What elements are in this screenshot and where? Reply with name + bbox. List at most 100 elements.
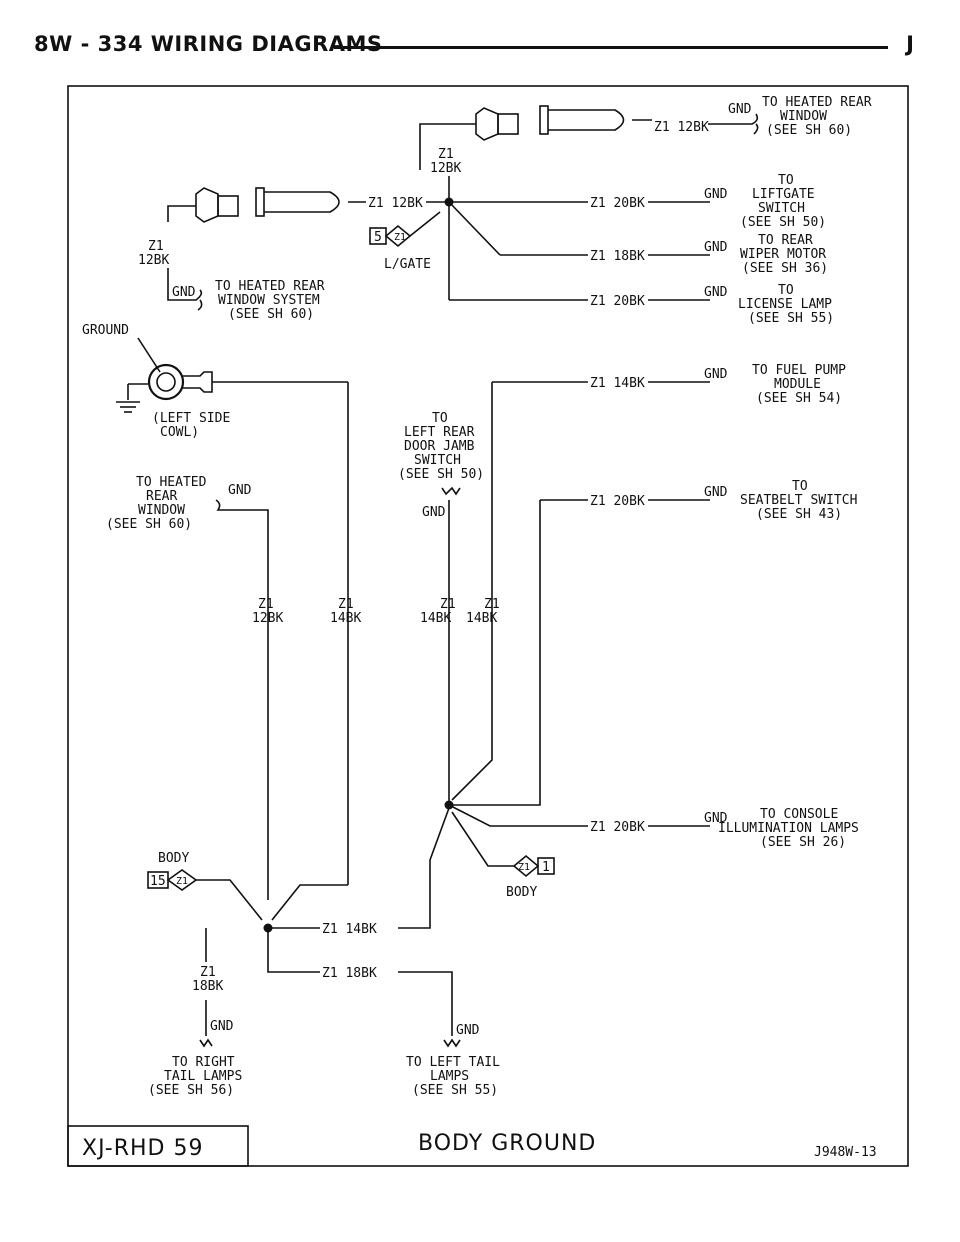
svg-text:(SEE SH 55): (SEE SH 55) — [412, 1083, 498, 1098]
gnd-label: GND — [728, 102, 752, 117]
svg-text:(SEE SH 54): (SEE SH 54) — [756, 391, 842, 406]
header-section-title: 8W - 334 WIRING DIAGRAMS — [34, 32, 383, 56]
svg-text:(SEE SH 43): (SEE SH 43) — [756, 507, 842, 522]
gnd-label: GND — [228, 483, 252, 498]
svg-text:Z1: Z1 — [394, 232, 406, 243]
svg-text:(SEE SH 36): (SEE SH 36) — [742, 261, 828, 276]
wire-label: Z1 20BK — [590, 196, 645, 211]
gnd-label: GND — [422, 505, 446, 520]
svg-text:(SEE SH 55): (SEE SH 55) — [748, 311, 834, 326]
svg-text:TO CONSOLE: TO CONSOLE — [760, 807, 838, 822]
wire-label: Z1 14BK — [322, 922, 377, 937]
svg-text:(SEE SH 50): (SEE SH 50) — [740, 215, 826, 230]
wire-label: Z1 — [438, 147, 454, 162]
diagram-title: BODY GROUND — [418, 1131, 596, 1156]
wire-label: Z1 20BK — [590, 820, 645, 835]
svg-text:SWITCH: SWITCH — [758, 201, 805, 216]
gnd-label: GND — [210, 1019, 234, 1034]
figure-ref: J948W-13 — [814, 1145, 877, 1160]
svg-text:TO HEATED REAR: TO HEATED REAR — [215, 279, 325, 294]
svg-text:TO REAR: TO REAR — [758, 233, 813, 248]
svg-text:TO RIGHT: TO RIGHT — [172, 1055, 235, 1070]
svg-text:TO: TO — [432, 411, 448, 426]
svg-text:TO: TO — [792, 479, 808, 494]
svg-text:REAR: REAR — [146, 489, 177, 504]
page-header: 8W - 334 WIRING DIAGRAMS J — [34, 30, 914, 70]
dest-left-tail-lamps: TO LEFT TAIL LAMPS (SEE SH 55) — [406, 1055, 500, 1098]
dest-heated-rear-window-top: TO HEATED REAR WINDOW (SEE SH 60) — [762, 95, 872, 138]
svg-text:LAMPS: LAMPS — [430, 1069, 469, 1084]
gnd-label: GND — [704, 187, 728, 202]
dest-left-rear-door-jamb: TO LEFT REAR DOOR JAMB SWITCH (SEE SH 50… — [398, 411, 484, 482]
ground-eyelet — [116, 363, 348, 413]
dest-console-illumination: TO CONSOLE ILLUMINATION LAMPS (SEE SH 26… — [718, 807, 859, 850]
wire-label: Z1 12BK — [654, 120, 709, 135]
top-connector-pair — [419, 105, 652, 170]
svg-text:15: 15 — [150, 874, 166, 889]
gnd-label: GND — [704, 485, 728, 500]
dest-fuel-pump-module: TO FUEL PUMP MODULE (SEE SH 54) — [752, 363, 846, 406]
header-rule — [334, 46, 888, 49]
svg-text:LEFT REAR: LEFT REAR — [404, 425, 475, 440]
wire-label: 12BK — [138, 253, 169, 268]
wire-label: Z1 — [148, 239, 164, 254]
svg-text:LIFTGATE: LIFTGATE — [752, 187, 815, 202]
svg-text:SEATBELT SWITCH: SEATBELT SWITCH — [740, 493, 857, 508]
wire-label: 12BK — [252, 611, 283, 626]
body-connector-left: 15 Z1 — [147, 869, 263, 921]
wire-label: 12BK — [430, 161, 461, 176]
body-label-left: BODY — [158, 851, 189, 866]
ground-location: (LEFT SIDE — [152, 411, 230, 426]
wire-label: 14BK — [466, 611, 497, 626]
gnd-label: GND — [456, 1023, 480, 1038]
svg-text:Z1: Z1 — [176, 876, 188, 887]
wire-label: 18BK — [192, 979, 223, 994]
gnd-label: GND — [704, 240, 728, 255]
wire-label: Z1 14BK — [590, 376, 645, 391]
body-connector-right: Z1 1 BODY — [451, 811, 555, 900]
sheet-id-box — [67, 1125, 249, 1167]
svg-text:1: 1 — [542, 860, 550, 875]
svg-text:MODULE: MODULE — [774, 377, 821, 392]
svg-text:TO HEATED: TO HEATED — [136, 475, 207, 490]
svg-text:TO HEATED REAR: TO HEATED REAR — [762, 95, 872, 110]
gnd-label: GND — [704, 367, 728, 382]
wire-label: Z1 18BK — [590, 249, 645, 264]
lgate-connector: 5 Z1 L/GATE — [369, 211, 441, 272]
wire-label: 14BK — [420, 611, 451, 626]
header-model-letter: J — [906, 32, 914, 56]
svg-text:TO: TO — [778, 283, 794, 298]
svg-text:(SEE SH 60): (SEE SH 60) — [766, 123, 852, 138]
dest-liftgate-switch: TO LIFTGATE SWITCH (SEE SH 50) — [740, 173, 826, 230]
svg-text:WINDOW SYSTEM: WINDOW SYSTEM — [218, 293, 320, 308]
gnd-label: GND — [172, 285, 196, 300]
svg-text:WIPER MOTOR: WIPER MOTOR — [740, 247, 826, 262]
dest-heated-rear-window-system: TO HEATED REAR WINDOW SYSTEM (SEE SH 60) — [215, 279, 325, 322]
svg-text:(SEE SH 60): (SEE SH 60) — [106, 517, 192, 532]
wire-label: Z1 18BK — [322, 966, 377, 981]
dest-heated-rear-window-left: TO HEATED REAR WINDOW (SEE SH 60) — [106, 475, 207, 532]
ground-label: GROUND — [82, 323, 129, 338]
svg-text:TO: TO — [778, 173, 794, 188]
dest-rear-wiper-motor: TO REAR WIPER MOTOR (SEE SH 36) — [740, 233, 828, 276]
svg-text:(SEE SH 50): (SEE SH 50) — [398, 467, 484, 482]
wire-label: Z1 12BK — [368, 196, 423, 211]
svg-text:(SEE SH 26): (SEE SH 26) — [760, 835, 846, 850]
wire-label: Z1 — [200, 965, 216, 980]
diagram-frame — [67, 85, 909, 1167]
svg-text:L/GATE: L/GATE — [384, 257, 431, 272]
dest-seatbelt-switch: TO SEATBELT SWITCH (SEE SH 43) — [740, 479, 857, 522]
svg-text:LICENSE LAMP: LICENSE LAMP — [738, 297, 832, 312]
svg-text:5: 5 — [374, 230, 382, 245]
left-connector-pair — [167, 187, 366, 223]
svg-text:DOOR JAMB: DOOR JAMB — [404, 439, 475, 454]
gnd-label: GND — [704, 285, 728, 300]
dest-right-tail-lamps: TO RIGHT TAIL LAMPS (SEE SH 56) — [148, 1055, 242, 1098]
wire-label: Z1 — [258, 597, 274, 612]
svg-text:TO FUEL PUMP: TO FUEL PUMP — [752, 363, 846, 378]
sheet-id: XJ-RHD 59 — [82, 1136, 203, 1161]
wire-label: Z1 20BK — [590, 494, 645, 509]
wire-label: Z1 — [338, 597, 354, 612]
svg-text:(SEE SH 60): (SEE SH 60) — [228, 307, 314, 322]
